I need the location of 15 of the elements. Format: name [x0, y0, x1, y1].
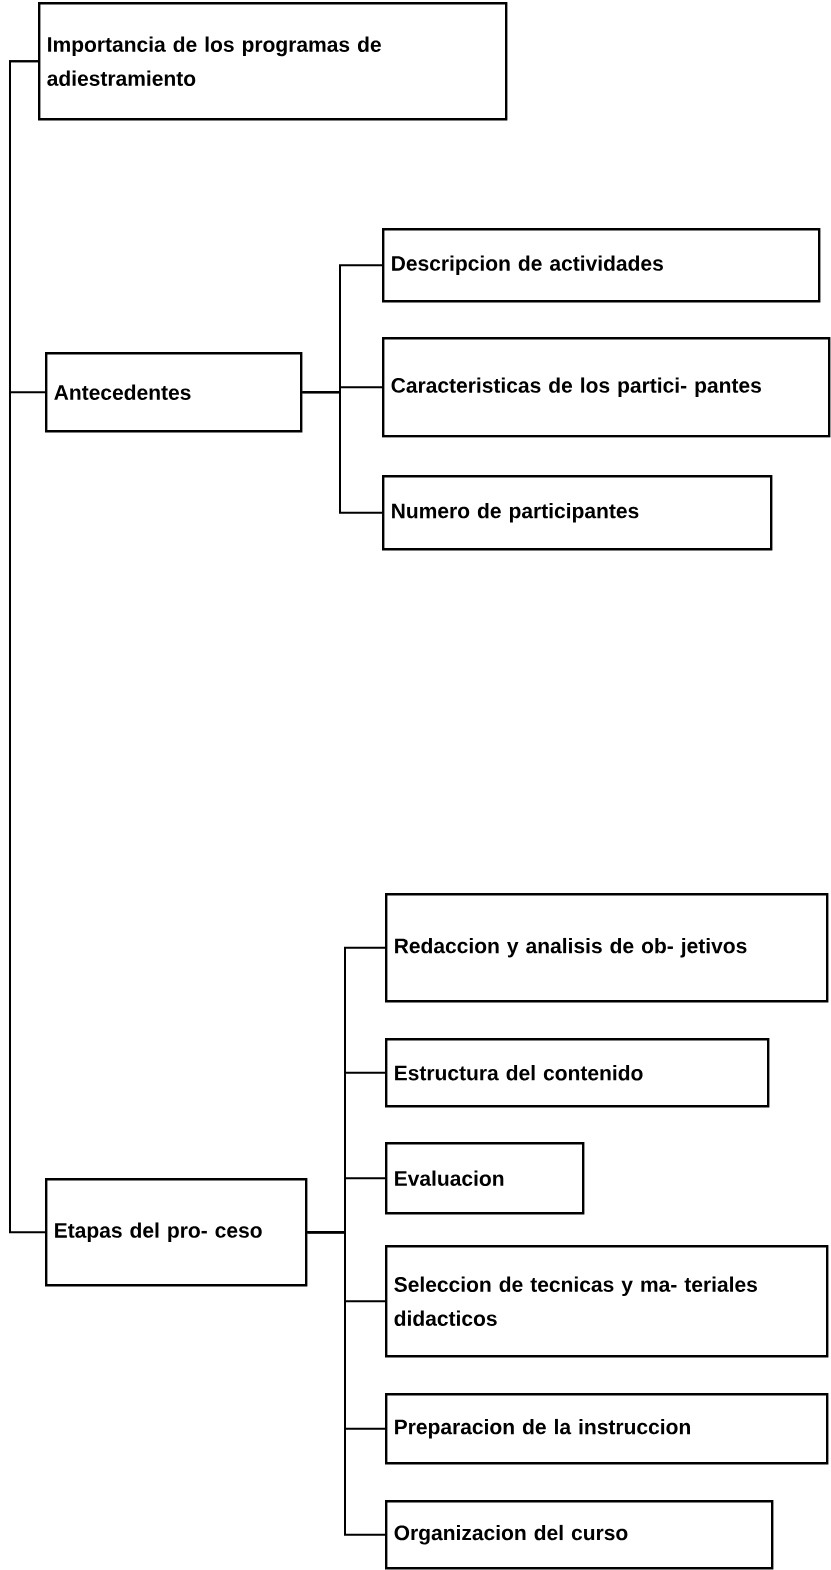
topic-box: Etapas del pro- ceso [45, 1178, 308, 1287]
topic-box: Seleccion de tecnicas y ma- teriales didacticos [385, 1245, 829, 1358]
topic-box: Evaluacion [385, 1142, 585, 1215]
topic-box: Preparacion de la instruccion [385, 1393, 829, 1465]
connector-line [306, 1231, 386, 1536]
topic-box: Estructura del contenido [385, 1038, 770, 1108]
topic-box: Organizacion del curso [385, 1500, 774, 1570]
topic-box: Importancia de los programas de adiestramiento [38, 2, 508, 121]
topic-box: Caracteristicas de los partici- pantes [382, 337, 831, 438]
connector-line [301, 391, 383, 514]
connector-line [9, 60, 46, 1234]
topic-box: Redaccion y analisis de ob- jetivos [385, 893, 829, 1003]
topic-box: Numero de participantes [382, 475, 773, 551]
topic-box: Descripcion de actividades [382, 228, 821, 303]
topic-box: Antecedentes [45, 352, 303, 433]
